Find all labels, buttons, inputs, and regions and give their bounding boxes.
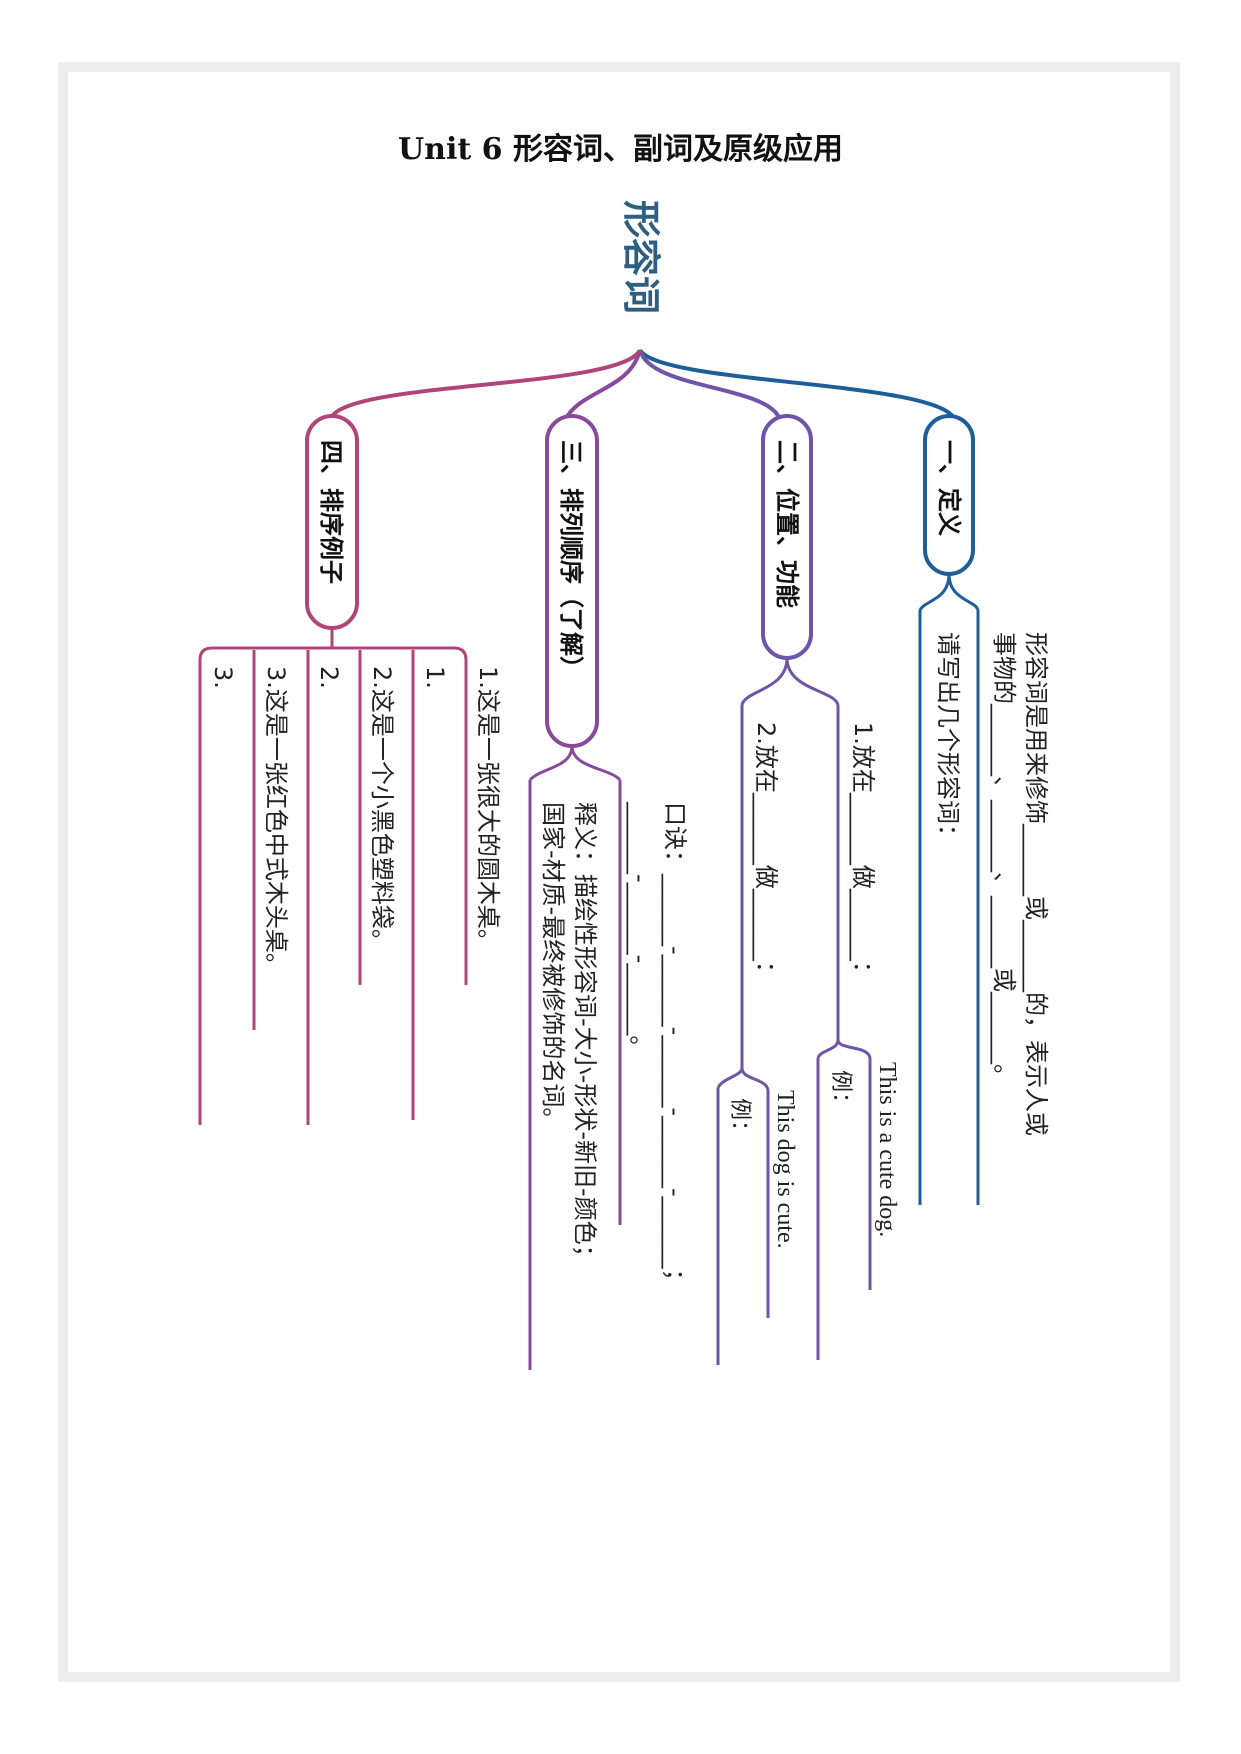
node-examples-label: 四、排序例子 bbox=[317, 440, 345, 584]
position-example-1: This is a cute dog. bbox=[874, 1062, 900, 1237]
definition-text-1: 形容词是用来修饰______或______的，表示人或 bbox=[1022, 632, 1050, 1136]
b4-bar bbox=[198, 646, 468, 661]
position-example-2-label: 例： bbox=[727, 1098, 752, 1142]
page-title: Unit 6 形容词、副词及原级应用 bbox=[398, 132, 843, 167]
node-position-label: 二、位置、功能 bbox=[773, 440, 801, 608]
position-item-1: 1.放在______做______： bbox=[849, 722, 877, 985]
node-definition-label: 一、定义 bbox=[935, 440, 963, 536]
order-explanation-2: 国家-材质-最终被修饰的名词。 bbox=[539, 802, 567, 1131]
definition-text-2: 事物的______、______、______或______。 bbox=[990, 632, 1018, 1088]
node-order-label: 三、排列顺序（了解） bbox=[557, 440, 585, 680]
b1-split bbox=[918, 573, 980, 611]
example-item-1: 1.这是一张很大的圆木桌。 bbox=[474, 666, 502, 953]
b3-split bbox=[528, 745, 622, 782]
example-item-6: 3. bbox=[209, 666, 237, 689]
branch-order: 三、排列顺序（了解） 口诀：______-______-______-_____… bbox=[528, 414, 689, 1370]
order-explanation: 释义：描绘性形容词-大小-形状-新旧-颜色； bbox=[571, 802, 599, 1269]
root-node: 形容词 bbox=[619, 200, 663, 314]
branch-definition: 一、定义 形容词是用来修饰______或______的，表示人或 事物的____… bbox=[918, 414, 1050, 1205]
position-example-1-label: 例： bbox=[828, 1070, 853, 1114]
position-example-2: This dog is cute. bbox=[772, 1090, 798, 1249]
position-item-2: 2.放在______做______： bbox=[752, 722, 780, 985]
branch-examples: 四、排序例子 1.这是一张很大的圆木桌。 1. 2.这是一个小黑色塑料袋。 2.… bbox=[198, 414, 502, 1125]
connector-b1 bbox=[638, 348, 957, 422]
example-item-5: 3.这是一张红色中式木头桌。 bbox=[262, 666, 290, 977]
connector-b3 bbox=[563, 349, 642, 421]
example-item-2: 1. bbox=[421, 666, 449, 689]
order-mnemonic: 口诀：______-______-______-______-______； bbox=[661, 802, 689, 1293]
branch-position: 二、位置、功能 1.放在______做______： 例： This is a … bbox=[716, 414, 900, 1365]
connector-b2 bbox=[638, 349, 782, 421]
order-mnemonic-2: ______-______-______。 bbox=[626, 801, 654, 1059]
adjective-prompt: 请写出几个形容词： bbox=[934, 632, 962, 848]
b2-ex1-split bbox=[816, 1039, 872, 1059]
b2-split bbox=[740, 657, 840, 706]
example-item-3: 2.这是一个小黑色塑料袋。 bbox=[368, 666, 396, 953]
example-item-4: 2. bbox=[315, 666, 343, 689]
connector-b4 bbox=[328, 348, 642, 421]
b2-ex2-split bbox=[716, 1067, 770, 1091]
